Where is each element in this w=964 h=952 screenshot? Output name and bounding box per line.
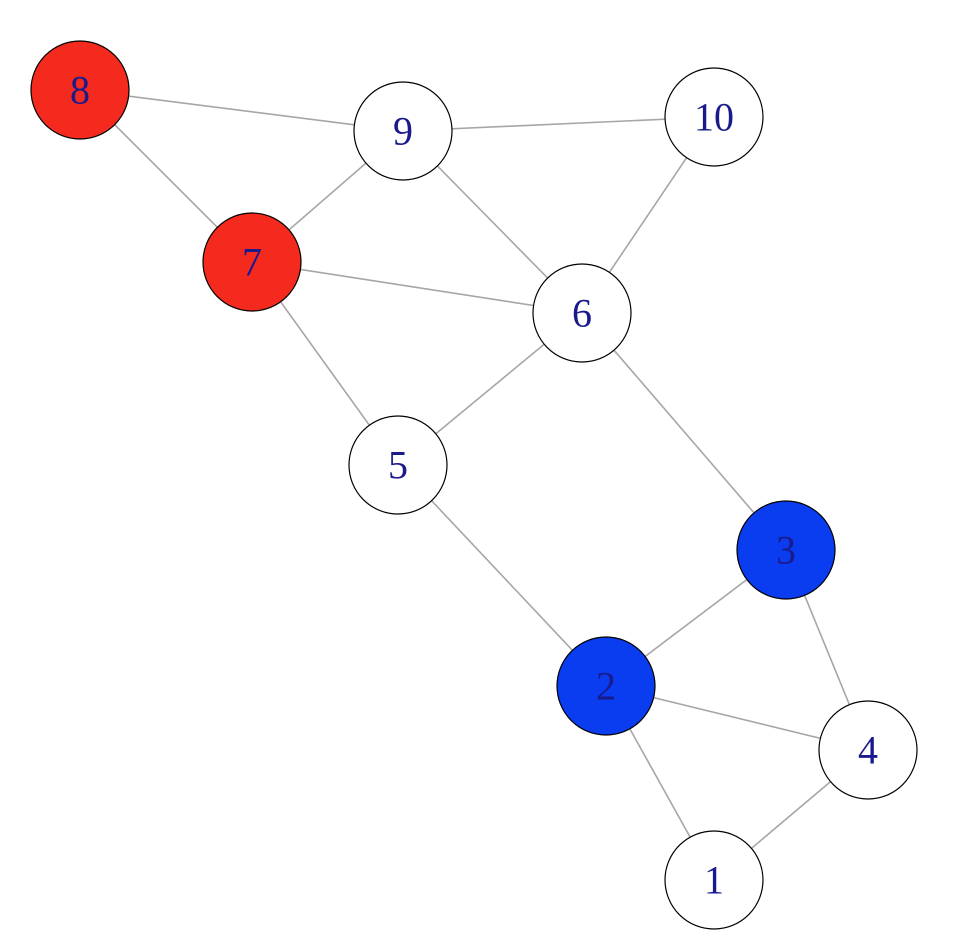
node-3-circle [736, 500, 836, 600]
node-4: 4 [818, 700, 918, 800]
edges-layer [79, 89, 869, 881]
node-4-circle [818, 700, 918, 800]
node-6-circle [532, 263, 632, 363]
node-2: 2 [556, 636, 656, 736]
edge-7-6 [251, 261, 583, 314]
edge-5-2 [397, 464, 607, 687]
node-8: 8 [30, 40, 130, 140]
node-7-circle [202, 212, 302, 312]
node-6-label: 6 [572, 291, 592, 336]
node-6: 6 [532, 263, 632, 363]
node-10-label: 10 [694, 95, 734, 140]
node-5-circle [348, 415, 448, 515]
node-4-label: 4 [858, 728, 878, 773]
edge-8-9 [79, 89, 404, 132]
node-1-label: 1 [704, 858, 724, 903]
node-2-circle [556, 636, 656, 736]
node-9: 9 [353, 81, 453, 181]
node-7: 7 [202, 212, 302, 312]
edge-9-10 [402, 116, 715, 132]
node-10-circle [664, 67, 764, 167]
node-2-label: 2 [596, 664, 616, 709]
node-7-label: 7 [242, 240, 262, 285]
node-3-label: 3 [776, 528, 796, 573]
node-1-circle [664, 830, 764, 930]
node-10: 10 [664, 67, 764, 167]
node-9-label: 9 [393, 109, 413, 154]
node-5: 5 [348, 415, 448, 515]
node-3: 3 [736, 500, 836, 600]
edge-6-3 [581, 312, 787, 551]
node-9-circle [353, 81, 453, 181]
nodes-layer: 1 2 3 4 5 6 7 8 9 10 [30, 40, 918, 930]
node-8-label: 8 [70, 68, 90, 113]
node-5-label: 5 [388, 443, 408, 488]
node-8-circle [30, 40, 130, 140]
node-1: 1 [664, 830, 764, 930]
